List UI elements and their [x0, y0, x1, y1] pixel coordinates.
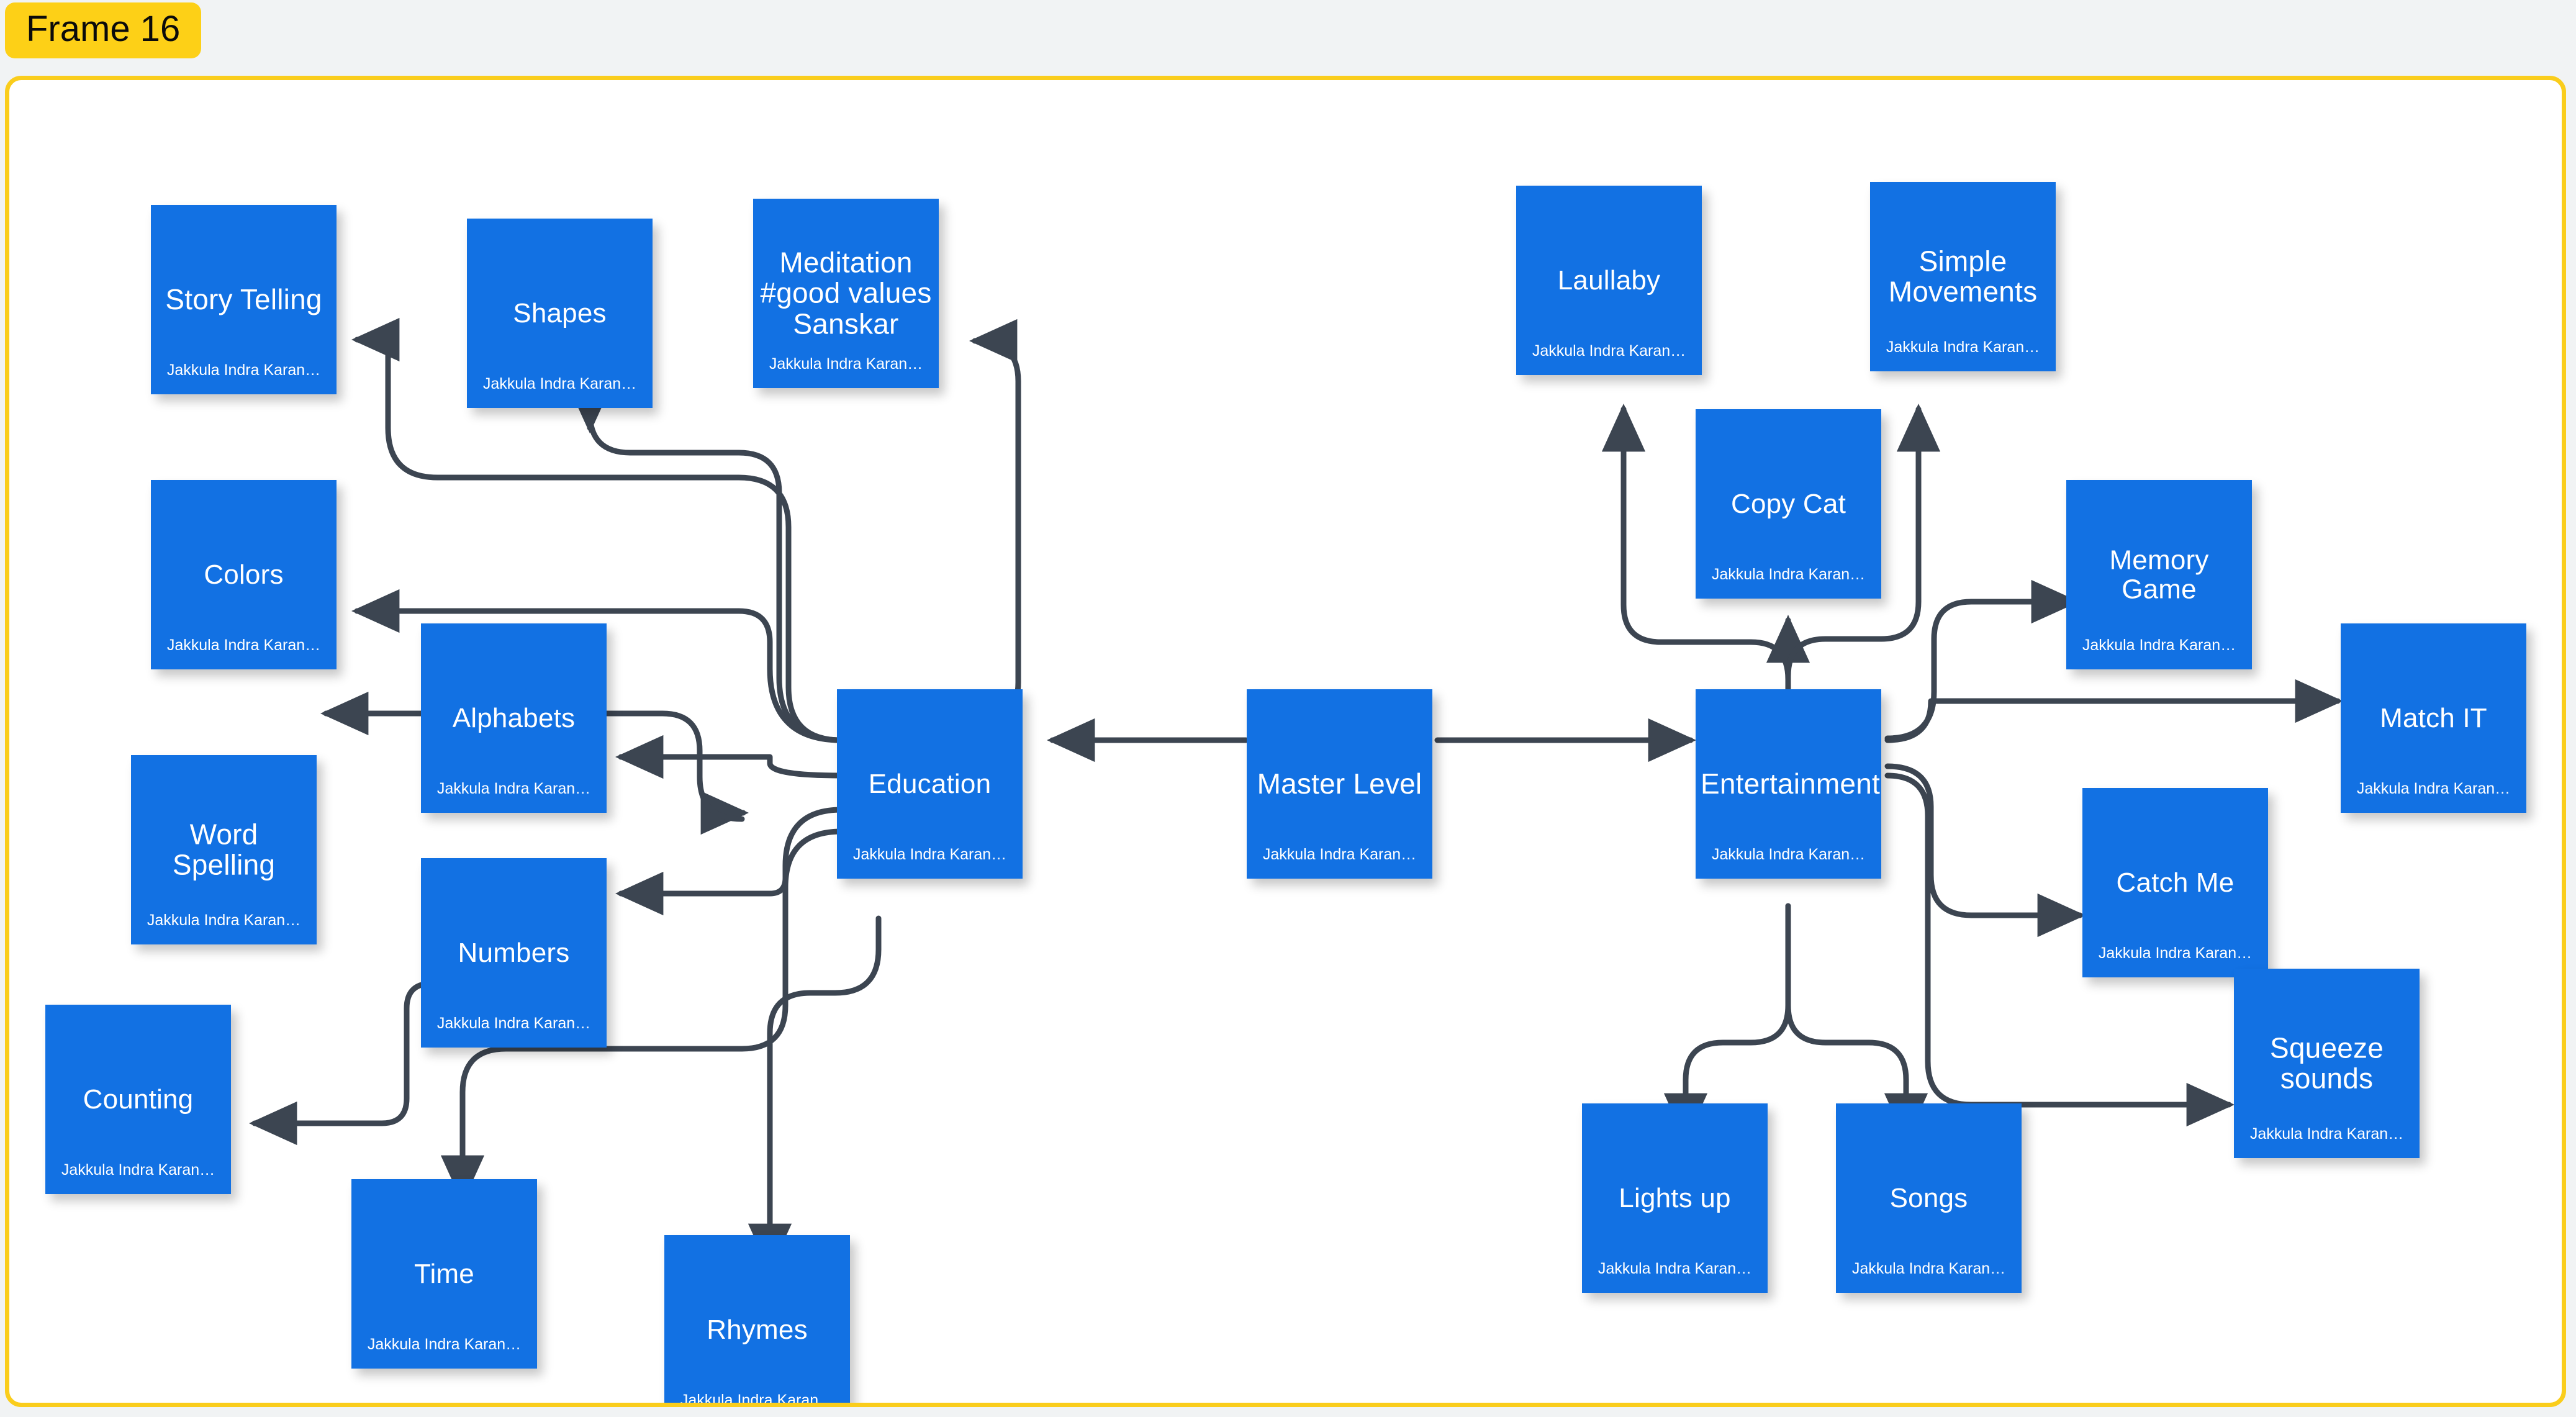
frame-label-text: Frame 16 [26, 9, 181, 49]
node-author: Jakkula Indra Karan… [2249, 1126, 2404, 1142]
node-title: Memory Game [2109, 544, 2209, 605]
node-title: Story Telling [165, 283, 322, 315]
node-title: Shapes [513, 297, 607, 328]
node-author: Jakkula Indra Karan… [769, 356, 923, 372]
node-match-it[interactable]: Match IT Jakkula Indra Karan… [2341, 623, 2526, 813]
node-title: Time [414, 1258, 474, 1289]
node-author: Jakkula Indra Karan… [166, 363, 321, 378]
node-author: Jakkula Indra Karan… [2098, 946, 2253, 961]
node-author: Jakkula Indra Karan… [436, 1016, 591, 1031]
node-catch-me[interactable]: Catch Me Jakkula Indra Karan… [2082, 788, 2268, 977]
node-title: Numbers [458, 937, 570, 968]
node-author: Jakkula Indra Karan… [1711, 847, 1866, 862]
node-title: Rhymes [707, 1314, 808, 1345]
node-author: Jakkula Indra Karan… [2082, 638, 2236, 653]
node-author: Jakkula Indra Karan… [1532, 343, 1686, 359]
node-title: Word Spelling [172, 817, 276, 881]
node-title: Alphabets [452, 702, 576, 733]
node-author: Jakkula Indra Karan… [367, 1337, 522, 1352]
node-author: Jakkula Indra Karan… [1851, 1261, 2006, 1277]
node-author: Jakkula Indra Karan… [166, 638, 321, 653]
node-author: Jakkula Indra Karan… [2356, 781, 2511, 797]
node-author: Jakkula Indra Karan… [852, 847, 1007, 862]
node-title: Counting [83, 1084, 194, 1115]
node-title: Match IT [2380, 702, 2487, 733]
node-author: Jakkula Indra Karan… [1598, 1261, 1752, 1277]
node-author: Jakkula Indra Karan… [1262, 847, 1417, 862]
node-title: Squeeze sounds [2270, 1031, 2384, 1095]
node-author: Jakkula Indra Karan… [147, 913, 301, 928]
node-lights-up[interactable]: Lights up Jakkula Indra Karan… [1582, 1103, 1768, 1293]
node-author: Jakkula Indra Karan… [482, 376, 637, 392]
node-title: Catch Me [2116, 867, 2235, 898]
node-title: Entertainment [1701, 767, 1880, 800]
node-title: Simple Movements [1888, 244, 2038, 308]
node-author: Jakkula Indra Karan… [1711, 567, 1866, 582]
node-title: Education [868, 768, 992, 799]
node-title: Meditation #good values Sanskar [760, 245, 932, 340]
node-author: Jakkula Indra Karan… [680, 1393, 834, 1407]
node-author: Jakkula Indra Karan… [61, 1162, 215, 1178]
node-author: Jakkula Indra Karan… [436, 781, 591, 797]
node-title: Colors [204, 559, 284, 590]
node-author: Jakkula Indra Karan… [1886, 340, 2040, 355]
node-title: Songs [1889, 1182, 1968, 1213]
node-title: Copy Cat [1730, 488, 1846, 519]
node-title: Master Level [1257, 767, 1422, 800]
node-title: Lights up [1619, 1182, 1731, 1213]
frame-label-chip[interactable]: Frame 16 [5, 2, 202, 58]
node-title: Laullaby [1557, 265, 1661, 296]
